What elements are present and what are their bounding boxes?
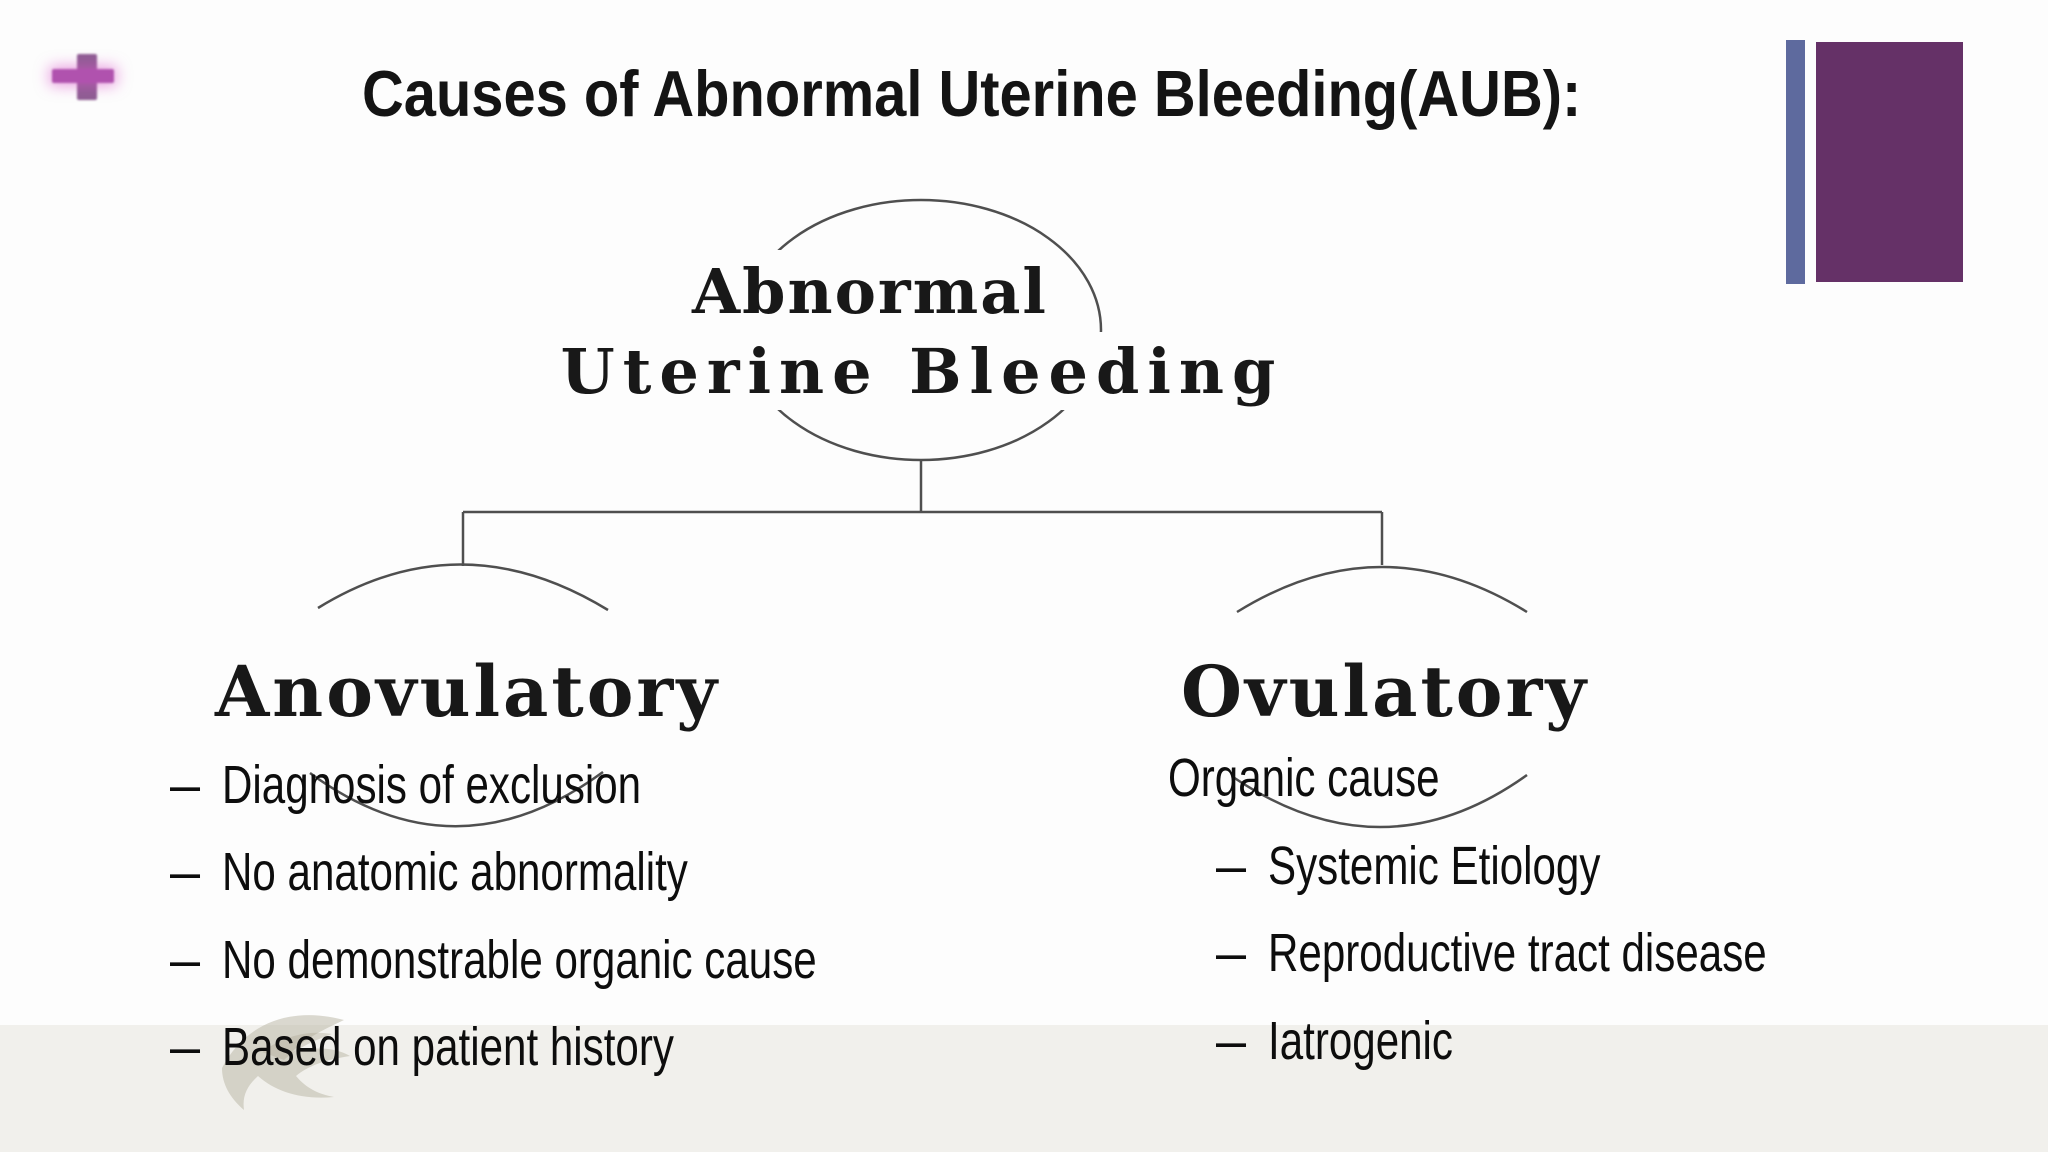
subtitle-text: Organic cause [1168, 748, 1440, 808]
dash-bullet-icon: – [1216, 923, 1247, 983]
organic-cause-subtitle: Organic cause [1168, 745, 1516, 811]
bullet-systemic-etiology: – Systemic Etiology [1216, 833, 1694, 899]
bullet-text: Based on patient history [222, 1017, 674, 1077]
root-node-line2: Uterine Bleeding [561, 332, 1275, 410]
dash-bullet-icon: – [170, 930, 201, 990]
dash-bullet-icon: – [1216, 836, 1247, 896]
branch-label-anovulatory: Anovulatory [215, 649, 720, 733]
slide-title-text: Causes of Abnormal Uterine Bleeding(AUB)… [362, 57, 1582, 130]
branch-label-ovulatory: Ovulatory [1180, 649, 1590, 733]
bullet-no-anatomic-abnormality: – No anatomic abnormality [170, 839, 819, 905]
bullet-based-on-patient-history: – Based on patient history [170, 1014, 801, 1080]
bullet-text: Systemic Etiology [1268, 836, 1601, 896]
accent-bar [1786, 40, 1805, 284]
dash-bullet-icon: – [1216, 1011, 1247, 1071]
tree-connectors [461, 460, 1384, 566]
bullet-text: Reproductive tract disease [1268, 923, 1767, 983]
bullet-iatrogenic: – Iatrogenic [1216, 1008, 1505, 1074]
bullet-text: Diagnosis of exclusion [222, 755, 642, 815]
accent-rectangle [1816, 42, 1963, 282]
dash-bullet-icon: – [170, 1017, 201, 1077]
left-branch-arcs [309, 563, 609, 828]
plus-icon-horizontal-bar [52, 69, 114, 83]
bullet-text: Iatrogenic [1268, 1011, 1453, 1071]
bullet-reproductive-tract-disease: – Reproductive tract disease [1216, 920, 1907, 986]
watermark-swoosh [222, 1015, 350, 1110]
bullet-diagnosis-of-exclusion: – Diagnosis of exclusion [170, 752, 759, 818]
bullet-text: No anatomic abnormality [222, 842, 688, 902]
dash-bullet-icon: – [170, 842, 201, 902]
slide-title: Causes of Abnormal Uterine Bleeding(AUB)… [362, 56, 1732, 131]
bullet-no-demonstrable-organic-cause: – No demonstrable organic cause [170, 927, 984, 993]
plus-icon [52, 52, 118, 102]
footer-band [0, 1025, 2048, 1152]
dash-bullet-icon: – [170, 755, 201, 815]
root-node-line1: Abnormal [690, 250, 1050, 332]
right-branch-arcs [1232, 565, 1528, 829]
bullet-text: No demonstrable organic cause [222, 930, 817, 990]
